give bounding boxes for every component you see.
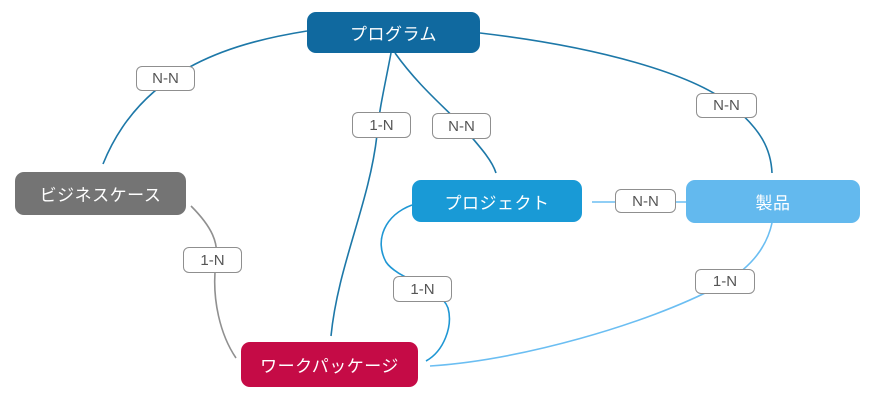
node-program-label: プログラム — [350, 25, 437, 44]
edge-label-business-case-work-package: 1-N — [183, 247, 242, 273]
node-work-package-label: ワークパッケージ — [260, 357, 399, 376]
edge-label-program-project: N-N — [432, 113, 491, 139]
edge-program-work-package — [330, 52, 392, 337]
node-work-package: ワークパッケージ — [241, 342, 418, 387]
edge-label-project-work-package: 1-N — [393, 276, 452, 302]
edge-product-work-package — [429, 222, 773, 367]
edge-label-product-project: N-N — [615, 189, 676, 213]
edge-program-business-case — [102, 30, 308, 165]
node-program: プログラム — [307, 12, 480, 53]
node-project-label: プロジェクト — [444, 193, 550, 213]
edge-program-product — [479, 32, 773, 174]
edge-label-program-product: N-N — [696, 93, 757, 118]
node-business-case: ビジネスケース — [15, 172, 186, 215]
edge-label-program-work-package: 1-N — [352, 112, 411, 138]
node-product: 製品 — [686, 180, 860, 223]
edge-label-product-work-package: 1-N — [695, 269, 755, 294]
edge-label-program-business-case: N-N — [136, 66, 195, 91]
edge-business-case-work-package — [190, 205, 237, 359]
node-business-case-label: ビジネスケース — [39, 186, 162, 205]
node-product-label: 製品 — [755, 194, 791, 213]
node-project: プロジェクト — [412, 180, 582, 222]
